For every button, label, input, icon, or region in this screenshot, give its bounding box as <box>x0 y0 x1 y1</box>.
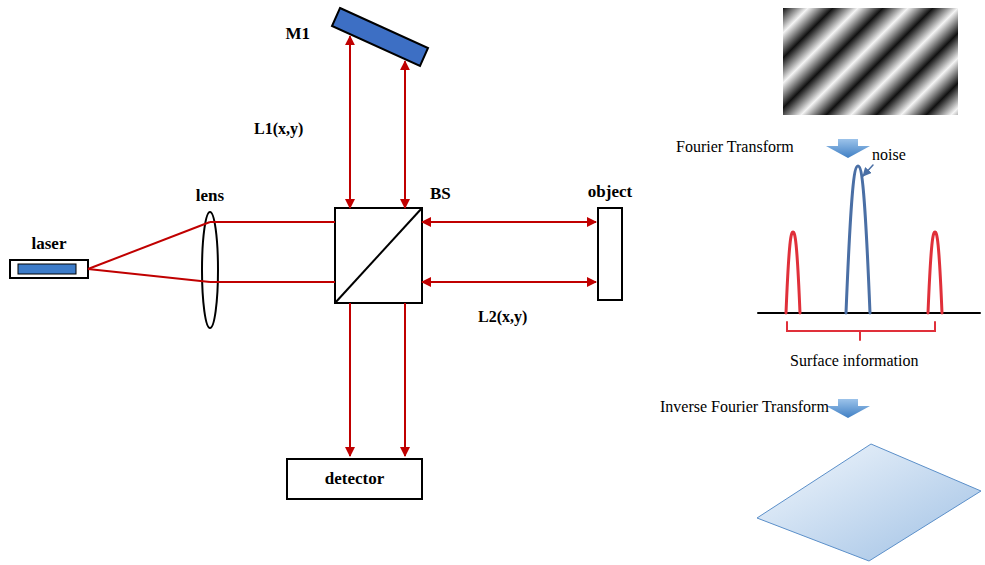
beam-label: L1(x,y) <box>254 120 303 138</box>
object-shape <box>598 208 622 300</box>
beam-line <box>210 281 335 283</box>
callout-label: noise <box>872 146 906 164</box>
beam-splitter-cube <box>335 208 422 303</box>
laser-body <box>10 260 88 278</box>
beam-splitter: BS <box>335 208 422 303</box>
process-arrow <box>826 139 870 158</box>
light-beam <box>422 222 596 282</box>
fringe-image <box>783 8 958 115</box>
beam-line <box>88 269 210 282</box>
light-beam <box>88 222 210 282</box>
light-beam <box>350 36 405 208</box>
process-arrow <box>826 399 870 418</box>
node-label: object <box>588 183 632 202</box>
detector-box: detector <box>286 458 423 500</box>
node-label: laser <box>32 235 67 254</box>
lens-element: lens <box>202 212 218 328</box>
beam-line <box>422 221 596 223</box>
node-label: lens <box>196 187 224 206</box>
lens-shape <box>202 212 218 328</box>
light-beam <box>210 222 335 282</box>
process-step: Inverse Fourier Transform <box>660 398 829 416</box>
node-label: BS <box>430 185 451 204</box>
beam-line <box>404 61 406 208</box>
beam-line <box>349 303 351 456</box>
beam-line <box>404 303 406 456</box>
laser-source: laser <box>10 260 88 278</box>
light-beam <box>350 303 405 456</box>
beam-label: L2(x,y) <box>478 308 527 326</box>
object-sample: object <box>598 208 622 300</box>
beam-line <box>422 281 596 283</box>
spectrum-plot <box>758 165 980 340</box>
node-label: M1 <box>285 25 310 44</box>
beam-line <box>349 36 351 208</box>
surface-plane <box>757 444 981 561</box>
beam-line <box>210 221 335 223</box>
node-label: detector <box>325 470 384 489</box>
mirror: M1 <box>332 4 430 68</box>
process-step: Fourier Transform <box>676 138 794 156</box>
bracket-label: Surface information <box>790 352 918 370</box>
beam-line <box>88 222 210 269</box>
mirror-shape <box>332 8 428 66</box>
